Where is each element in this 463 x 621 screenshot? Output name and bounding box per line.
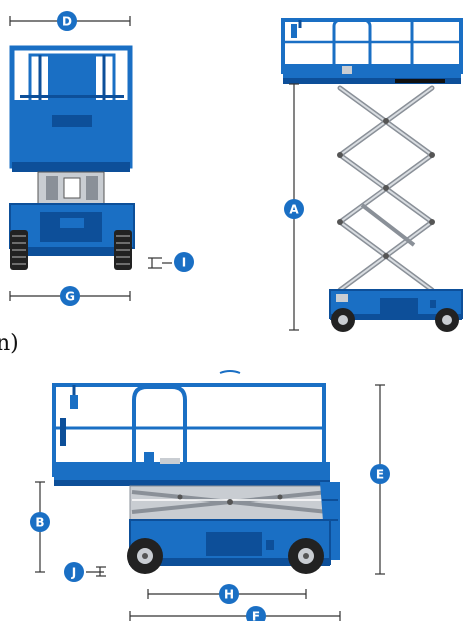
dimension-i: I	[148, 252, 194, 272]
front-chassis	[9, 203, 135, 256]
label-i: I	[182, 256, 186, 270]
front-platform-deck	[12, 100, 130, 172]
dimension-j: J	[64, 562, 106, 582]
label-g: G	[65, 290, 75, 304]
label-b: B	[35, 516, 44, 530]
label-j: J	[71, 566, 76, 580]
badge-h	[219, 584, 239, 604]
stowed-platform-deck	[54, 452, 330, 486]
dimension-a: A	[284, 83, 304, 331]
raised-wheel-front	[331, 308, 355, 332]
raised-wheel-rear	[435, 308, 459, 332]
front-view: D G I	[9, 11, 194, 306]
label-e: E	[376, 468, 384, 482]
stowed-wheel-rear	[288, 538, 324, 574]
badge-f	[246, 606, 266, 621]
side-view-stowed: B E J H	[30, 370, 390, 621]
badge-b	[30, 512, 50, 532]
dimension-g: G	[9, 286, 131, 306]
badge-e	[370, 464, 390, 484]
label-h: H	[224, 588, 234, 602]
stowed-guard-rail	[52, 383, 326, 477]
label-d: D	[62, 15, 72, 29]
raised-platform-deck	[283, 64, 461, 84]
badge-j	[64, 562, 84, 582]
dimension-e: E	[370, 384, 390, 575]
dimension-h: H	[147, 584, 307, 604]
raised-hydraulic-cylinder	[360, 203, 416, 247]
front-wheel-right	[114, 230, 132, 270]
front-scissor-stack	[37, 171, 105, 205]
badge-d	[57, 11, 77, 31]
front-wheel-left	[10, 230, 28, 270]
stowed-wheel-front	[127, 538, 163, 574]
dimension-b: B	[30, 481, 50, 573]
badge-g	[60, 286, 80, 306]
side-view-raised: A	[281, 18, 463, 332]
badge-a	[284, 199, 304, 219]
badge-i	[174, 252, 194, 272]
dimension-f: F	[129, 606, 341, 621]
label-a: A	[289, 203, 299, 217]
stowed-scissor-stack	[129, 485, 331, 521]
raised-scissor-pins	[337, 118, 435, 259]
label-f: F	[252, 610, 260, 621]
caption-fragment: n)	[0, 331, 19, 356]
stowed-top-marker	[219, 370, 241, 374]
dimension-d: D	[9, 11, 131, 31]
